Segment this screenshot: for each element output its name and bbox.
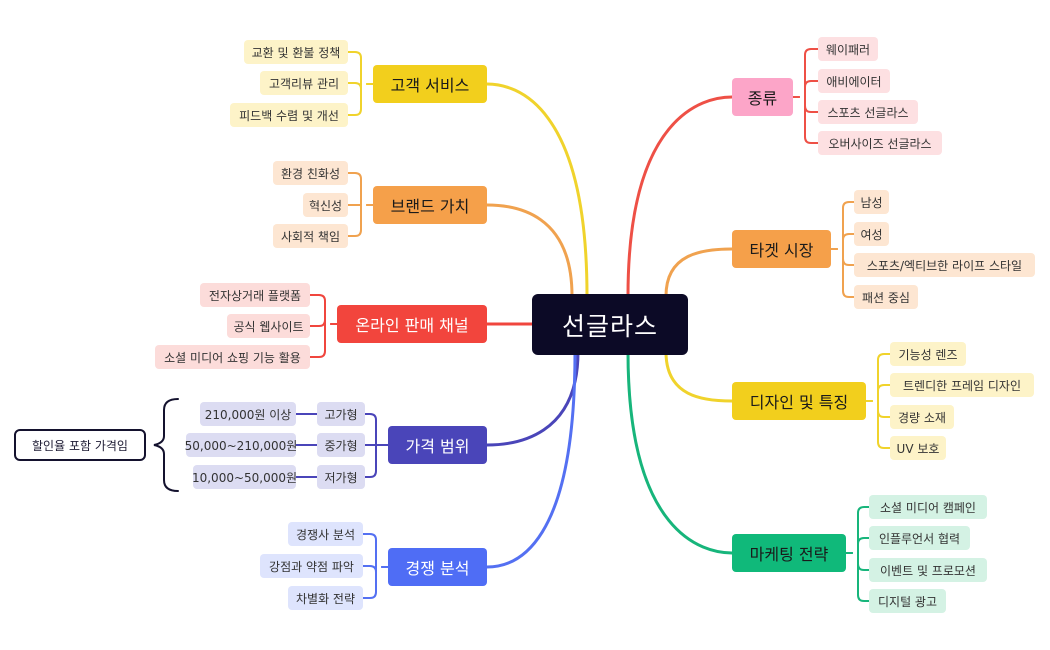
price-tier-value[interactable]: 10,000~50,000원	[192, 465, 297, 489]
leaf-brand-value[interactable]: 사회적 책임	[273, 224, 348, 248]
leaf-competition[interactable]: 차별화 전략	[288, 586, 363, 610]
leaf-customer-service[interactable]: 교환 및 환불 정책	[244, 40, 348, 64]
leaf-online-sales[interactable]: 공식 웹사이트	[227, 314, 310, 338]
leaf-connector	[877, 384, 891, 402]
leaf-connector	[804, 96, 819, 144]
price-tier-value[interactable]: 50,000~210,000원	[185, 433, 297, 457]
connector-customer-service	[485, 82, 589, 298]
leaf-connector	[857, 552, 870, 602]
leaf-brand-value[interactable]: 환경 친화성	[273, 161, 348, 185]
leaf-connector	[877, 400, 891, 418]
leaf-connector	[857, 506, 870, 554]
leaf-connector	[842, 233, 855, 250]
leaf-connector	[877, 353, 891, 402]
branch-online-sales[interactable]: 온라인 판매 채널	[337, 305, 487, 343]
leaf-connector	[804, 80, 819, 98]
branch-design[interactable]: 디자인 및 특징	[732, 382, 866, 420]
leaf-connector	[842, 248, 855, 298]
leaf-online-sales[interactable]: 전자상거래 플랫폼	[200, 283, 310, 307]
connector-brand-value	[485, 203, 574, 298]
connector-types	[626, 95, 734, 298]
leaf-connector	[877, 400, 891, 449]
leaf-types[interactable]: 웨이패러	[818, 37, 878, 61]
leaf-connector	[347, 204, 362, 237]
leaf-design[interactable]: 경량 소재	[890, 405, 954, 429]
branch-competition[interactable]: 경쟁 분석	[388, 548, 487, 586]
leaf-design[interactable]: UV 보호	[890, 436, 946, 460]
leaf-design[interactable]: 트렌디한 프레임 디자인	[890, 373, 1034, 397]
branch-customer-service[interactable]: 고객 서비스	[373, 65, 487, 103]
summary-note[interactable]: 할인율 포함 가격임	[14, 429, 146, 461]
tier-connector	[364, 444, 389, 478]
leaf-competition[interactable]: 경쟁사 분석	[288, 522, 363, 546]
leaf-brand-value[interactable]: 혁신성	[303, 193, 348, 217]
leaf-connector	[857, 537, 870, 554]
price-tier-value[interactable]: 210,000원 이상	[200, 402, 296, 426]
leaf-connector	[804, 96, 819, 113]
connector-marketing	[626, 350, 734, 555]
connector-design	[664, 350, 734, 403]
leaf-target-market[interactable]: 남성	[854, 190, 889, 214]
leaf-connector	[842, 201, 855, 250]
leaf-target-market[interactable]: 여성	[854, 222, 889, 246]
branch-types[interactable]: 종류	[732, 78, 793, 116]
leaf-marketing[interactable]: 디지털 광고	[869, 589, 946, 613]
leaf-competition[interactable]: 강점과 약점 파악	[260, 554, 363, 578]
leaf-online-sales[interactable]: 소셜 미디어 쇼핑 기능 활용	[155, 345, 310, 369]
branch-brand-value[interactable]: 브랜드 가치	[373, 186, 487, 224]
connector-price-range	[485, 350, 580, 447]
leaf-connector	[347, 51, 362, 85]
leaf-marketing[interactable]: 인플루언서 협력	[869, 526, 970, 550]
leaf-connector	[309, 323, 326, 358]
branch-target-market[interactable]: 타겟 시장	[732, 230, 831, 268]
tier-connector	[364, 413, 389, 446]
leaf-types[interactable]: 스포츠 선글라스	[818, 100, 918, 124]
summary-brace	[153, 398, 179, 492]
leaf-connector	[347, 172, 362, 206]
branch-price-range[interactable]: 가격 범위	[388, 426, 487, 464]
leaf-connector	[842, 248, 855, 266]
price-tier-label[interactable]: 저가형	[317, 465, 365, 489]
branch-marketing[interactable]: 마케팅 전략	[732, 534, 846, 572]
leaf-connector	[804, 48, 819, 98]
leaf-marketing[interactable]: 소셜 미디어 캠페인	[869, 495, 987, 519]
connector-target-market	[664, 247, 734, 298]
leaf-connector	[362, 533, 377, 568]
leaf-connector	[309, 294, 326, 325]
leaf-connector	[362, 566, 377, 599]
leaf-customer-service[interactable]: 피드백 수렴 및 개선	[230, 103, 348, 127]
price-tier-label[interactable]: 고가형	[317, 402, 365, 426]
leaf-connector	[347, 82, 362, 90]
leaf-target-market[interactable]: 패션 중심	[854, 285, 918, 309]
leaf-design[interactable]: 기능성 렌즈	[890, 342, 966, 366]
leaf-marketing[interactable]: 이벤트 및 프로모션	[869, 558, 987, 582]
connector-competition	[485, 350, 577, 569]
leaf-connector	[309, 319, 326, 327]
leaf-target-market[interactable]: 스포츠/엑티브한 라이프 스타일	[854, 253, 1035, 277]
leaf-connector	[857, 552, 870, 571]
leaf-connector	[347, 83, 362, 116]
leaf-types[interactable]: 오버사이즈 선글라스	[818, 131, 942, 155]
leaf-types[interactable]: 애비에이터	[818, 69, 890, 93]
price-tier-label[interactable]: 중가형	[317, 433, 365, 457]
leaf-customer-service[interactable]: 고객리뷰 관리	[260, 71, 348, 95]
central-topic[interactable]: 선글라스	[532, 294, 688, 355]
leaf-connector	[362, 565, 377, 573]
